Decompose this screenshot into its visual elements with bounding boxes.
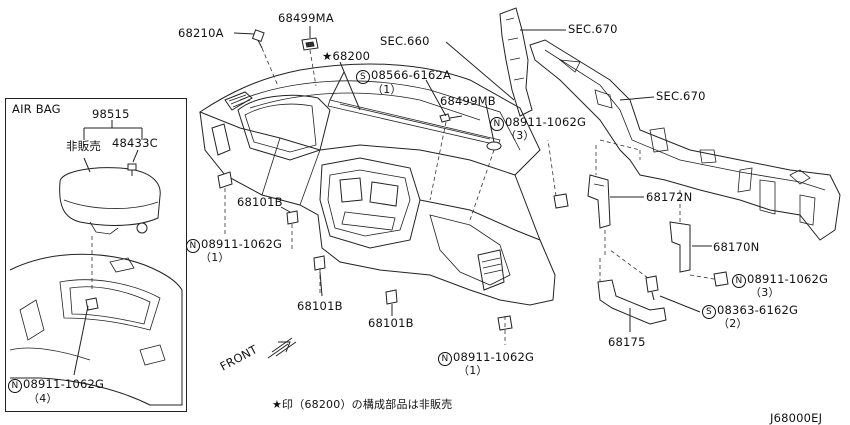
cover-68499ma [301,26,319,51]
label-48433c: 48433C [112,136,158,150]
label-68200: ★68200 [322,50,370,63]
inset-bolt-number: 08911-1062G [23,377,105,391]
nut-member-08911 [547,139,569,209]
airbag-inset-drawing [9,120,183,406]
inset-title: AIR BAG [12,102,61,116]
nut-left-08911 [217,171,233,189]
label-08911-d-number: 08911-1062G [453,350,535,364]
n-circle-icon: N [732,274,746,288]
instrument-panel-68200 [198,63,556,306]
n-circle-icon: N [490,117,504,131]
star-icon: ★ [322,49,333,63]
label-68499ma: 68499MA [278,11,334,25]
label-not-for-sale: 非販売 [66,139,102,153]
n-circle-icon: N [438,352,452,366]
clip-68101b-c [385,289,398,305]
leader-68200 [329,71,345,101]
front-arrow-icon [267,337,297,359]
label-08566-qty: （1） [372,83,402,96]
label-08566-number: 08566-6162A [371,68,452,82]
label-68200-number: 68200 [332,49,371,63]
bracket-68170n [669,190,721,281]
label-08911-c-number: 08911-1062G [747,272,829,286]
n-circle-icon: N [8,379,22,393]
label-68101b-c: 68101B [368,316,414,330]
steering-member [445,7,841,241]
label-08911-d-qty: （1） [458,364,488,377]
label-68175: 68175 [608,335,646,349]
footnote: ★印（68200）の構成部品は非販売 [272,398,453,411]
diagram-code: J68000EJ [770,411,823,425]
label-08363-qty: （2） [718,317,748,330]
label-08911-b-qty: （1） [200,251,230,264]
label-08363-number: 08363-6162G [717,303,799,317]
clip-68101b-a [286,210,299,225]
label-68170n: 68170N [713,240,760,254]
nut-right-08911 [713,271,729,287]
label-68210a: 68210A [178,26,224,40]
s-circle-icon: S [356,70,370,84]
label-98515: 98515 [92,107,130,121]
bolt-08363 [609,249,701,313]
clip-68210a [233,29,265,49]
nut-68499mb [486,141,502,151]
bracket-68172n [587,139,644,255]
label-08911-a-qty: （3） [505,129,535,142]
s-circle-icon: S [702,305,716,319]
label-sec660: SEC.660 [380,34,430,48]
n-circle-icon: N [186,239,200,253]
label-08911-a-number: 08911-1062G [505,115,587,129]
screw-08566 [439,113,463,123]
clip-68101b-b [313,255,326,271]
label-sec670-right: SEC.670 [656,89,706,103]
label-08911-c-qty: （3） [750,286,780,299]
label-sec670-top: SEC.670 [568,22,618,36]
label-68499mb: 68499MB [440,94,496,108]
label-08911-b-number: 08911-1062G [201,237,283,251]
label-68101b-b: 68101B [297,299,343,313]
label-68101b-a: 68101B [237,195,283,209]
airbag-inset-frame [5,98,187,412]
label-68172n: 68172N [646,190,693,204]
bracket-68175 [597,258,667,332]
label-inset-bolt-qty: （4） [28,392,58,405]
